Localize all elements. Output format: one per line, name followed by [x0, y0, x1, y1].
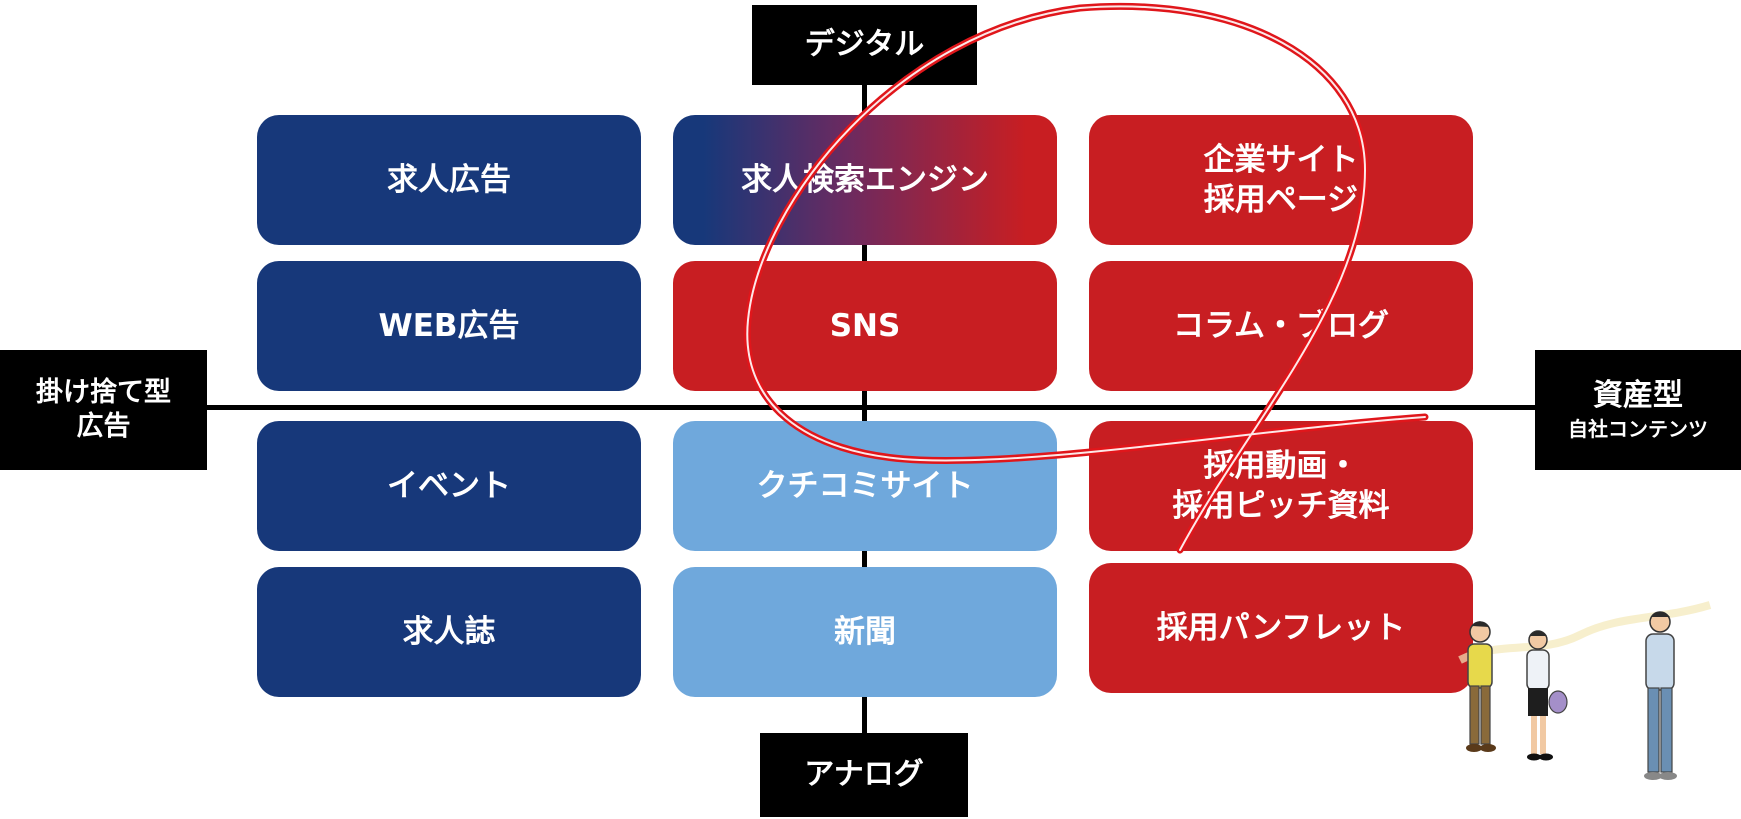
axis-label-top: デジタル	[752, 5, 977, 85]
cell-label: 新聞	[834, 613, 896, 650]
axis-label-bottom-text: アナログ	[804, 756, 924, 792]
cell-label: クチコミサイト	[756, 467, 974, 504]
horizontal-axis-line	[205, 405, 1535, 410]
cell-label: SNS	[829, 307, 901, 344]
cell-kyujinshi: 求人誌	[257, 567, 641, 697]
axis-label-top-text: デジタル	[804, 26, 925, 62]
axis-label-bottom: アナログ	[760, 733, 968, 817]
axis-label-right-sub: 自社コンテンツ	[1568, 417, 1708, 442]
cell-event: イベント	[257, 421, 641, 551]
cell-label: コラム・ブログ	[1172, 307, 1390, 344]
cell-label: 企業サイト	[1203, 141, 1359, 178]
cell-saiyo-douga: 採用動画・採用ピッチ資料	[1089, 421, 1473, 551]
cell-shinbun: 新聞	[673, 567, 1057, 697]
cell-label: WEB広告	[378, 307, 520, 344]
cell-kyujin-koukoku: 求人広告	[257, 115, 641, 245]
axis-label-right-main: 資産型	[1593, 377, 1683, 413]
cell-kuchikomi: クチコミサイト	[673, 421, 1057, 551]
cell-label: 採用ピッチ資料	[1172, 488, 1390, 524]
cell-label: 求人検索エンジン	[741, 161, 989, 198]
cell-label: 採用パンフレット	[1156, 609, 1406, 646]
axis-label-left: 掛け捨て型 広告	[0, 350, 207, 470]
cell-label: 求人誌	[402, 613, 496, 650]
axis-label-left-line-2: 広告	[76, 411, 131, 442]
walking-people-illustration	[1458, 601, 1712, 780]
cell-column-blog: コラム・ブログ	[1089, 261, 1473, 391]
cell-kyujin-kensaku: 求人検索エンジン	[673, 115, 1057, 245]
cell-label: イベント	[387, 467, 511, 504]
axis-label-right: 資産型 自社コンテンツ	[1535, 350, 1741, 470]
cell-web-koukoku: WEB広告	[257, 261, 641, 391]
cell-label: 採用ページ	[1203, 182, 1359, 218]
cell-label: 求人広告	[387, 161, 511, 198]
cell-pamphlet: 採用パンフレット	[1089, 563, 1473, 693]
cell-sns: SNS	[673, 261, 1057, 391]
axis-label-left-line-1: 掛け捨て型	[36, 377, 171, 409]
cell-kigyo-site: 企業サイト採用ページ	[1089, 115, 1473, 245]
cell-label: 採用動画・	[1203, 447, 1359, 484]
